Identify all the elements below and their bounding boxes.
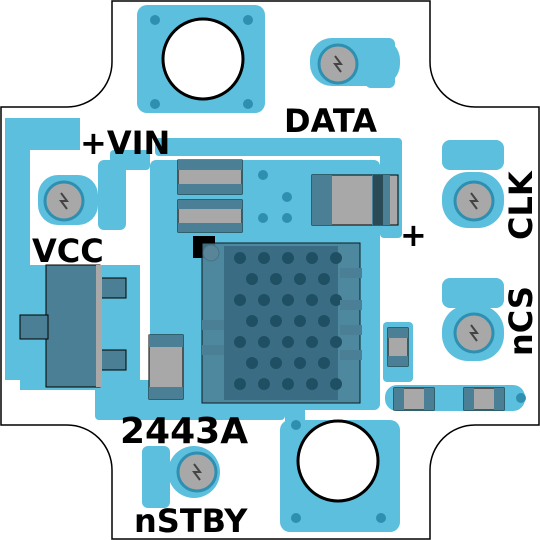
clk-pad-copper	[442, 140, 504, 170]
thermal-via	[246, 273, 258, 285]
thermal-via	[306, 294, 318, 306]
thermal-via	[318, 273, 330, 285]
data-test-pad[interactable]	[317, 43, 359, 85]
label-vin: +VIN	[80, 124, 170, 162]
label-ncs: nCS	[502, 286, 540, 356]
thermal-via	[282, 294, 294, 306]
via	[516, 393, 526, 403]
nstby-pad-copper	[142, 446, 170, 508]
thermal-via	[306, 252, 318, 264]
thermal-via	[270, 315, 282, 327]
label-data: DATA	[284, 102, 377, 140]
label-part: 2443A	[120, 411, 248, 452]
resistor-r2	[393, 387, 435, 411]
thermal-via	[258, 378, 270, 390]
thermal-via	[330, 294, 342, 306]
thermal-via	[282, 336, 294, 348]
main-ic	[201, 242, 362, 404]
nstby-test-pad[interactable]	[176, 451, 218, 493]
capacitor-c3	[148, 334, 184, 400]
thermal-via	[294, 273, 306, 285]
via	[243, 99, 253, 109]
thermal-via-grid	[234, 252, 342, 390]
capacitor-c2	[177, 199, 243, 233]
thermal-via	[282, 252, 294, 264]
thermal-via	[330, 336, 342, 348]
vin-trace-2	[110, 150, 150, 170]
thermal-via	[258, 294, 270, 306]
thermal-via	[294, 315, 306, 327]
thermal-via	[318, 357, 330, 369]
thermal-via	[306, 336, 318, 348]
clk-test-pad[interactable]	[453, 180, 495, 222]
via	[258, 213, 268, 223]
via	[258, 170, 268, 180]
thermal-via	[318, 315, 330, 327]
thermal-via	[294, 357, 306, 369]
capacitor-c1	[177, 159, 243, 195]
resistor-r1	[387, 327, 409, 367]
ncs-test-pad[interactable]	[453, 312, 495, 354]
thermal-via	[246, 357, 258, 369]
passive-components	[148, 159, 505, 411]
tantalum-capacitor	[311, 174, 399, 226]
bottom-right-link	[285, 400, 305, 440]
via	[243, 15, 253, 25]
via	[291, 420, 301, 430]
thermal-via	[330, 252, 342, 264]
mount-hole-bottom	[296, 419, 380, 503]
via	[282, 192, 292, 202]
via	[376, 513, 386, 523]
thermal-via	[270, 273, 282, 285]
thermal-via	[234, 294, 246, 306]
thermal-via	[234, 336, 246, 348]
vin-trace	[98, 160, 126, 230]
label-clk: CLK	[502, 170, 540, 240]
thermal-via	[246, 315, 258, 327]
top-bus	[155, 138, 400, 156]
ncs-pad-copper	[442, 278, 504, 308]
thermal-via	[258, 336, 270, 348]
thermal-via	[270, 357, 282, 369]
mount-hole-top	[161, 17, 245, 101]
thermal-via	[234, 378, 246, 390]
via	[291, 513, 301, 523]
label-plus: +	[400, 216, 427, 254]
vcc-test-pad[interactable]	[43, 180, 85, 222]
test-pads	[43, 43, 495, 493]
data-tab	[365, 38, 395, 88]
thermal-via	[234, 252, 246, 264]
via	[282, 213, 292, 223]
thermal-via	[258, 252, 270, 264]
via	[150, 15, 160, 25]
thermal-via	[306, 378, 318, 390]
via	[150, 99, 160, 109]
resistor-r3	[463, 387, 505, 411]
mounting-holes	[161, 17, 380, 503]
label-nstby: nSTBY	[134, 502, 248, 540]
thermal-via	[330, 378, 342, 390]
regulator-ic	[19, 264, 127, 388]
label-vcc: VCC	[32, 232, 104, 270]
thermal-via	[282, 378, 294, 390]
